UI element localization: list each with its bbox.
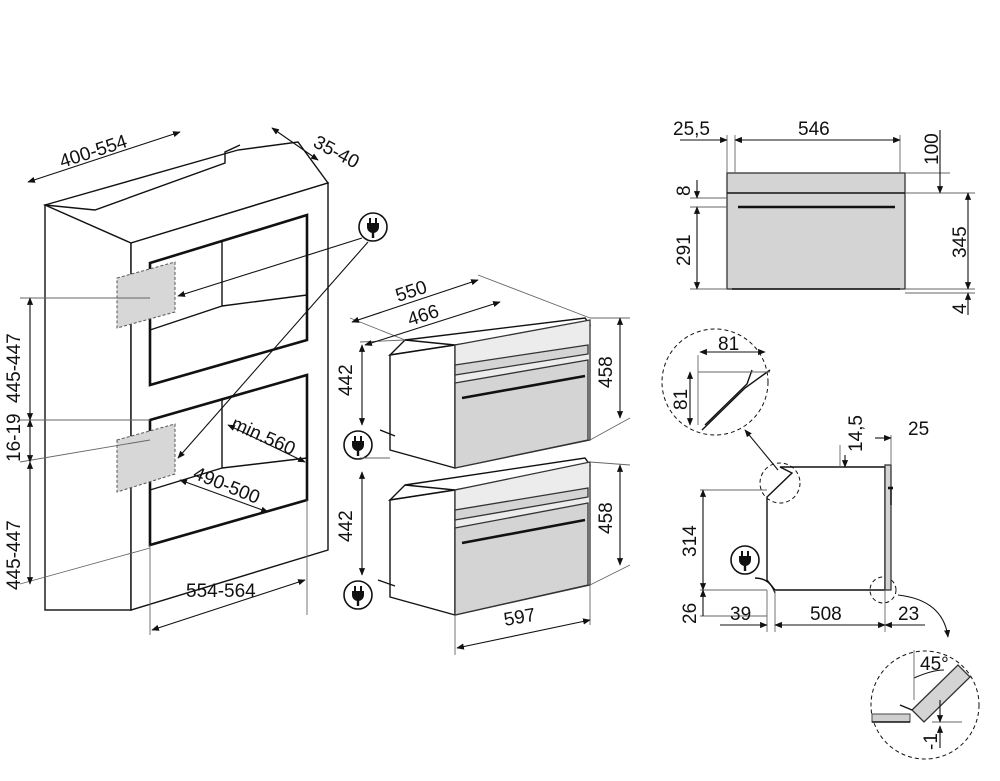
- label-body-height-side: 314: [680, 525, 701, 557]
- plug-icon: [730, 545, 760, 575]
- upper-oven: [379, 317, 592, 469]
- label-front-offset: 23: [898, 604, 919, 625]
- label-depth-body: 466: [405, 301, 442, 331]
- label-depth-total: 550: [393, 277, 430, 307]
- label-top-depth: 35-40: [310, 132, 363, 173]
- label-body-width: 546: [798, 119, 830, 140]
- label-upper-height-front: 458: [596, 356, 617, 388]
- label-door-depth: 25: [908, 419, 929, 440]
- label-body-depth: 508: [810, 604, 842, 625]
- detail-circle-top: [661, 328, 769, 436]
- label-lower-height-front: 458: [596, 502, 617, 534]
- lower-vent-area: [116, 423, 176, 493]
- label-rear-offset: 39: [730, 604, 751, 625]
- upper-vent-area: [116, 261, 176, 329]
- plug-icon: [343, 580, 373, 610]
- lower-oven: [377, 457, 592, 616]
- label-detail-height: 81: [671, 389, 692, 410]
- label-upper-height-body: 442: [336, 364, 357, 396]
- label-gap: 16-19: [4, 413, 25, 462]
- detail-circle-bottom: [870, 650, 980, 760]
- cabinet-front: [44, 204, 132, 611]
- label-front-width: 597: [502, 605, 537, 631]
- cabinet-drawing: 400-554 35-40 445-447 16-19 445-447 min.…: [4, 127, 388, 635]
- label-lower-niche: 445-447: [4, 520, 25, 590]
- front-panel: [726, 172, 906, 290]
- label-top-inset: 14,5: [846, 415, 867, 452]
- label-bottom-gap: 4: [950, 303, 971, 314]
- label-lower-height-body: 442: [336, 510, 357, 542]
- label-angle: 45°: [920, 654, 949, 675]
- upper-niche: [148, 213, 309, 387]
- label-panel-strip: 8: [674, 185, 695, 196]
- front-view: 25,5 546 100 8 291 345 4: [673, 119, 975, 315]
- label-tolerance: -1: [921, 733, 942, 750]
- label-left-offset: 25,5: [673, 119, 710, 140]
- plug-icon: [343, 430, 373, 460]
- label-outer-width: 554-564: [186, 581, 256, 602]
- label-top-clearance: 100: [922, 133, 943, 165]
- label-upper-niche: 445-447: [4, 333, 25, 403]
- label-base-height: 26: [680, 603, 701, 624]
- label-top-width: 400-554: [57, 131, 130, 173]
- label-detail-width: 81: [718, 334, 739, 355]
- label-front-height: 345: [950, 226, 971, 258]
- side-view: 81 81 14,5 25 314 26 39 508: [661, 328, 980, 760]
- label-body-height: 291: [674, 234, 695, 266]
- plug-icon: [358, 212, 388, 242]
- cabinet-top: [42, 141, 330, 244]
- oven-drawings: 550 466 442 458 442 458 597: [336, 274, 631, 655]
- side-body: [766, 466, 886, 591]
